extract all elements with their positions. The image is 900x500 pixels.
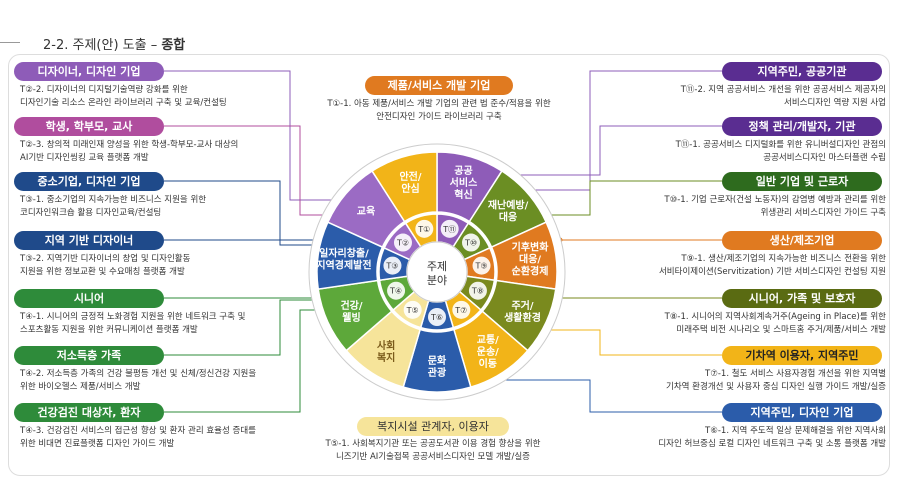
pill-bottom: 복지시설 관계자, 이용자 — [357, 417, 509, 436]
pill-right-4: 시니어, 가족 및 보호자 — [722, 289, 882, 308]
wheel-center — [406, 241, 468, 303]
wheel-code-badge-1 — [462, 233, 481, 252]
wheel-code-0: T⑪ — [442, 225, 456, 234]
content-frame — [8, 54, 890, 476]
wheel-code-badge-6 — [403, 300, 422, 319]
pill-right-0: 지역주민, 공공기관 — [722, 62, 882, 81]
wheel-code-badge-10 — [415, 219, 434, 238]
pill-left-0: 디자이너, 디자인 기업 — [14, 62, 164, 81]
wheel-code-badge-5 — [428, 308, 446, 326]
header-rule — [0, 42, 20, 43]
pill-left-3: 지역 기반 디자이너 — [14, 231, 164, 250]
conn-l5 — [164, 299, 340, 356]
wheel-label-3: 주거/생활환경 — [504, 299, 541, 324]
wheel-code-badge-3 — [468, 281, 487, 300]
wheel-segment-10 — [371, 151, 438, 223]
pill-right-3: 생산/제조기업 — [722, 231, 882, 250]
wheel-label-1: 재난예방/대응 — [488, 198, 529, 223]
conn-r5 — [520, 329, 722, 356]
conn-r0 — [495, 70, 722, 191]
conn-r2 — [545, 180, 722, 216]
pill-left-1: 학생, 학부모, 교사 — [14, 117, 164, 136]
wheel-label-8: 일자리창출/지역경제발전 — [316, 247, 371, 272]
wheel-code-badge-7 — [387, 281, 406, 300]
pill-left-6: 건강검진 대상자, 환자 — [14, 403, 164, 422]
pill-left-5: 저소득층 가족 — [14, 346, 164, 365]
wheel-label-10: 안전/안심 — [399, 170, 421, 195]
pill-top: 제품/서비스 개발 기업 — [365, 76, 513, 95]
wheel-code-2: T⑨ — [475, 262, 488, 271]
pill-left-2: 중소기업, 디자인 기업 — [14, 172, 164, 191]
wheel-code-5: T⑥ — [430, 313, 443, 322]
wheel-code-badge-4 — [452, 300, 471, 319]
conn-l2 — [164, 180, 330, 246]
pill-right-1: 정책 관리/개발자, 기관 — [722, 117, 882, 136]
conn-r1 — [480, 125, 722, 176]
wheel-code-9: T② — [396, 239, 409, 248]
conn-l0 — [164, 70, 360, 201]
wheel-code-10: T① — [417, 225, 430, 234]
pill-right-5: 기차역 이용자, 지역주민 — [722, 346, 882, 365]
page-title: 2-2. 주제(안) 도출 – 종합 — [43, 38, 186, 53]
pill-left-4: 시니어 — [14, 289, 164, 308]
conn-r6 — [455, 379, 722, 413]
wheel-label-4: 교통/운송/이동 — [477, 334, 499, 370]
wheel-code-3: T⑧ — [471, 287, 484, 296]
wheel-code-badge-0 — [440, 219, 459, 238]
desc-right-4: T⑧-1. 시니어의 지역사회계속거주(Ageing in Place)를 위한… — [664, 312, 886, 335]
wheel-code-badge-8 — [383, 256, 402, 275]
wheel-code-8: T③ — [385, 262, 398, 271]
wheel-code-badge-9 — [393, 233, 412, 252]
wheel-code-4: T⑦ — [454, 306, 467, 315]
wheel-code-6: T⑤ — [406, 306, 419, 315]
wheel-code-badge-2 — [472, 256, 491, 275]
wheel-label-7: 건강/웰빙 — [340, 299, 362, 324]
wheel-code-1: T⑩ — [464, 239, 477, 248]
pill-right-6: 지역주민, 디자인 기업 — [722, 403, 882, 422]
wheel-code-7: T④ — [389, 287, 402, 296]
pill-right-2: 일반 기업 및 근로자 — [722, 172, 882, 191]
wheel-label-9: 교육 — [357, 205, 375, 217]
